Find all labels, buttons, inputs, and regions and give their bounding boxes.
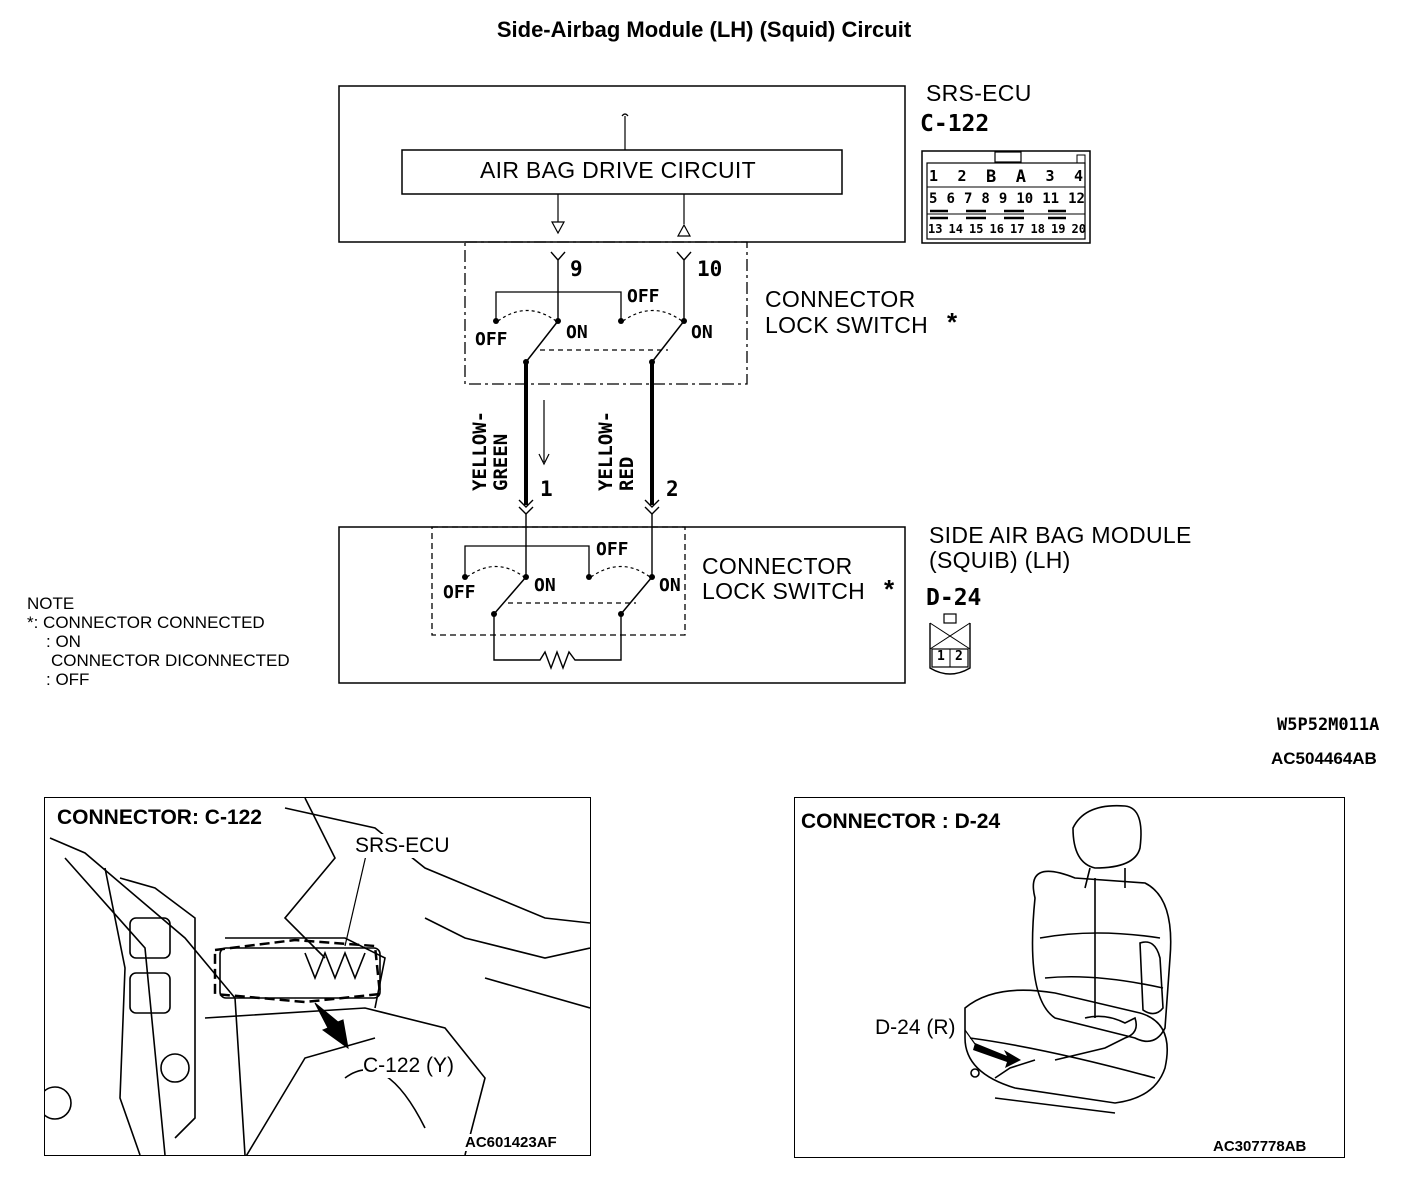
off-label: OFF [596,539,629,560]
terminal-1: 1 [540,477,553,501]
drive-circuit-label: AIR BAG DRIVE CIRCUIT [480,157,756,183]
pin: 7 [963,191,973,207]
ecu-connector-id: C-122 [920,111,990,137]
squib-resistor [493,614,622,670]
asterisk-mark: * [884,574,895,604]
off-label: OFF [443,582,476,603]
asterisk-mark: * [947,307,958,337]
pin: 14 [948,222,963,236]
pin: 16 [989,222,1004,236]
note-heading: NOTE [27,594,75,613]
output-arrow-up [676,223,692,237]
c122-connector-face [921,150,1091,244]
wire-color-line: YELLOW- [595,410,617,491]
pin: 15 [969,222,984,236]
module-name-2: (SQUIB) (LH) [929,547,1071,573]
d24-connector-face [929,613,971,675]
photo-header: CONNECTOR : D-24 [801,810,1001,834]
terminal-2: 2 [666,477,679,501]
pin: B [986,167,997,187]
drive-circuit-box [401,149,843,195]
note-line: *: CONNECTOR CONNECTED [27,613,265,632]
off-label: OFF [627,286,660,307]
module-name-1: SIDE AIR BAG MODULE [929,522,1192,548]
on-label: ON [566,322,588,343]
c122-row-2: 5 6 7 8 9 10 11 12 [929,191,1085,207]
on-label: ON [691,322,713,343]
terminal-9: 9 [570,257,583,281]
lock-switch-label-top-1: CONNECTOR [765,286,916,312]
pin: 13 [928,222,943,236]
lock-switch-label-top-2: LOCK SWITCH [765,312,929,338]
pin: 6 [946,191,955,207]
c122-row-3: 13 14 15 16 17 18 19 20 [928,222,1086,236]
diagram-ref: AC504464AB [1271,749,1377,768]
off-label: OFF [475,329,508,350]
pin: 19 [1051,222,1066,236]
photo-ref: AC601423AF [465,1134,557,1151]
wire-color-line: RED [616,456,638,491]
d24-location-illustration [964,804,1172,1114]
module-connector-id: D-24 [926,585,982,611]
d24-pin-1: 1 [937,649,945,664]
pin: 12 [1068,191,1085,207]
pin: 18 [1030,222,1045,236]
on-label: ON [534,575,556,596]
pin: 8 [981,191,990,207]
pin: 1 [929,167,939,185]
wire-color-line: YELLOW- [469,410,491,491]
wire-color-line: GREEN [490,433,512,491]
pin: 5 [929,191,938,207]
c122-location-illustration [45,798,590,1155]
power-symbol [621,113,629,150]
pin: A [1015,167,1026,187]
note-block: NOTE *: CONNECTOR CONNECTED : ON CONNECT… [27,594,290,689]
wire-color-label-2: YELLOW- RED [595,410,638,491]
photo-panel-c122: CONNECTOR: C-122 SRS-ECU C-122 (Y) AC601… [44,797,591,1156]
note-line: CONNECTOR DICONNECTED [51,651,290,670]
pin: 9 [998,191,1008,207]
wire-color-label-1: YELLOW- GREEN [469,410,512,491]
page-title: Side-Airbag Module (LH) (Squid) Circuit [496,17,912,42]
c122-row-1: 1 2 B A 3 4 [929,167,1083,187]
pin: 17 [1010,222,1025,236]
on-label: ON [659,575,681,596]
output-arrow-down [550,221,566,235]
note-line: : OFF [46,670,90,689]
diagram-code: W5P52M011A [1277,715,1380,735]
pin: 4 [1073,167,1083,185]
pin: 20 [1071,222,1086,236]
terminal-10: 10 [697,257,723,281]
photo-label-connector: C-122 (Y) [363,1054,455,1078]
lock-switch-label-bottom-1: CONNECTOR [702,553,853,579]
pin: 11 [1042,191,1060,207]
pin: 3 [1045,167,1055,185]
photo-panel-d24: CONNECTOR : D-24 D-24 (R) AC307778AB [794,797,1345,1158]
photo-label-connector: D-24 (R) [875,1016,956,1040]
d24-pin-2: 2 [955,649,963,664]
ecu-name: SRS-ECU [926,80,1032,106]
connector-region-bottom [431,526,686,636]
circuit-diagram [338,85,1091,684]
photo-ref: AC307778AB [1213,1138,1307,1155]
photo-header: CONNECTOR: C-122 [57,806,262,830]
pin: 2 [957,167,967,185]
pin: 10 [1016,191,1034,207]
photo-label-ecu: SRS-ECU [355,834,450,858]
note-line: : ON [46,632,81,651]
lock-switch-label-bottom-2: LOCK SWITCH [702,578,866,604]
connector-region-top [464,241,748,385]
